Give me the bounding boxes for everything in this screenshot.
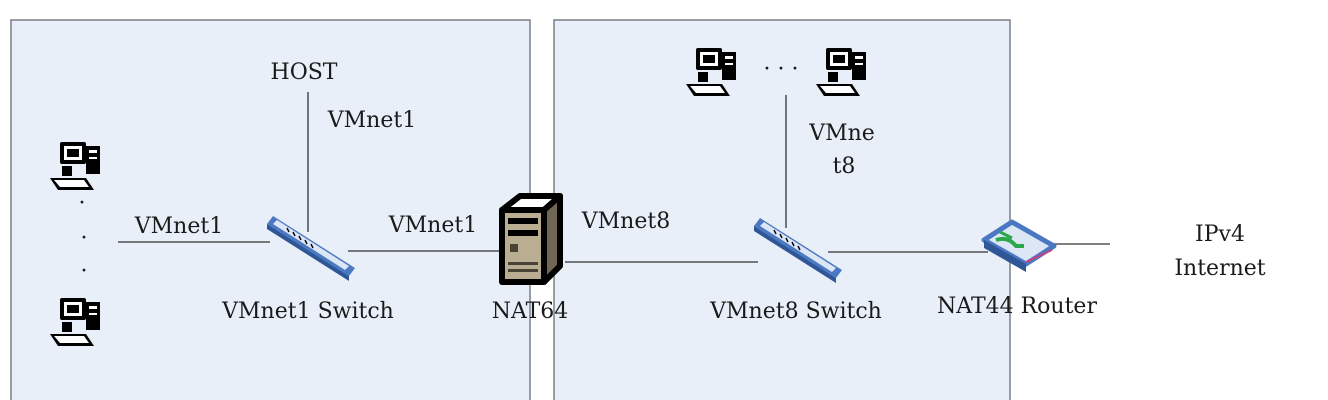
nat64-server-icon: [499, 193, 563, 285]
nat64-label: NAT64: [492, 299, 569, 324]
vmnet1-host-link-label: VMnet1: [327, 108, 416, 133]
left-network-panel: [10, 19, 531, 400]
ellipsis-hosts: · · ·: [764, 57, 799, 82]
vmnet8-switch-label: VMnet8 Switch: [709, 299, 882, 324]
internet-label-line2: Internet: [1174, 256, 1265, 281]
vmnet8-link-label: VMnet8: [581, 209, 670, 234]
vmnet1-left-link-label: VMnet1: [134, 214, 223, 239]
vmnet8-vertical-label-line2: t8: [833, 154, 856, 179]
vmnet1-switch-label: VMnet1 Switch: [221, 299, 394, 324]
vertical-dot-1: ·: [79, 191, 86, 216]
nat44-router-icon: [981, 219, 1057, 272]
internet-label-line1: IPv4: [1195, 222, 1245, 247]
vertical-dot-3: ·: [81, 259, 88, 284]
vmnet1-nat-link-label: VMnet1: [388, 213, 477, 238]
right-network-panel: [553, 19, 1011, 400]
host-label: HOST: [271, 60, 338, 85]
vmnet8-vertical-label-line1: VMne: [808, 121, 875, 146]
vertical-dot-2: ·: [81, 226, 88, 251]
nat44-router-label: NAT44 Router: [937, 294, 1097, 319]
